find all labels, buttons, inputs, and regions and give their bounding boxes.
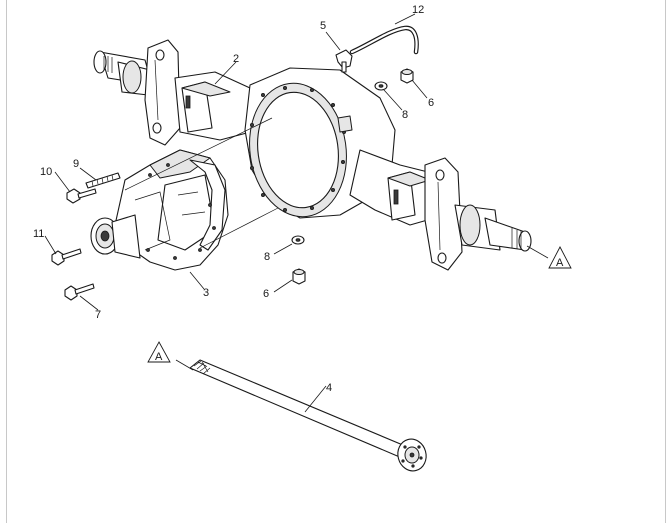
alignment-lines	[124, 117, 279, 249]
plug-6-bottom	[292, 268, 306, 285]
callout-labels: 2 5 12 6 8 9 10 11 7 3 8 6 4	[33, 4, 434, 394]
frame-line-right	[665, 0, 666, 523]
bolt-10	[66, 188, 97, 204]
reference-mark-a-right-label: A	[556, 257, 564, 269]
plug-6-top	[400, 68, 414, 84]
callout-8-bottom: 8	[264, 251, 270, 263]
callout-8-top: 8	[402, 109, 408, 121]
callout-6-top: 6	[428, 97, 434, 109]
callout-2: 2	[233, 53, 239, 65]
callout-6-bottom: 6	[263, 288, 269, 300]
washer-8-top	[374, 81, 388, 91]
stud-9	[85, 172, 121, 189]
callout-9: 9	[73, 158, 79, 170]
reference-mark-a-right: A	[548, 246, 572, 269]
leader-lines	[44, 13, 549, 413]
frame-line-left	[6, 0, 7, 523]
reference-mark-a-shaft-label: A	[155, 351, 163, 363]
callout-3: 3	[203, 287, 209, 299]
callout-7: 7	[95, 309, 101, 321]
axle-shaft	[189, 359, 427, 472]
breather-hose-12	[349, 25, 419, 55]
axle-housing	[93, 39, 532, 271]
callout-11: 11	[33, 228, 44, 240]
washer-8-bottom	[291, 235, 305, 245]
reference-mark-a-shaft: A	[147, 341, 171, 363]
bolt-11	[51, 248, 82, 266]
flange-bolt-holes	[249, 86, 346, 212]
differential-carrier	[90, 149, 229, 271]
callout-10: 10	[40, 166, 52, 178]
bolt-7	[64, 283, 95, 301]
callout-5: 5	[320, 20, 326, 32]
breather-elbow-5	[335, 49, 353, 73]
callout-4: 4	[326, 382, 332, 394]
callout-12: 12	[412, 4, 424, 16]
